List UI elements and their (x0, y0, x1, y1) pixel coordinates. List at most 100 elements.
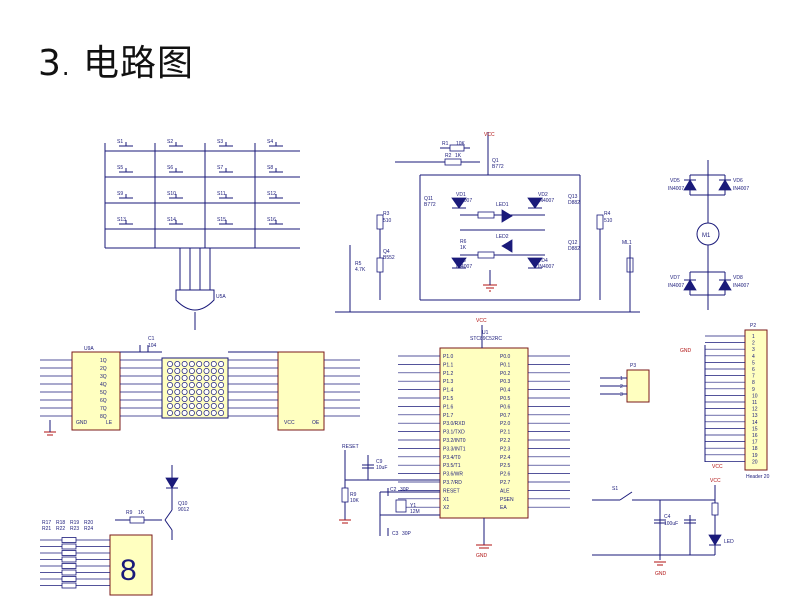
keypad-switch: S6 (165, 165, 187, 178)
matrix-led (210, 389, 217, 395)
latch-name: U9A (84, 346, 94, 352)
mcu-right-pin: ALE (500, 488, 510, 494)
mcu-left-pin: P1.3 (443, 379, 454, 385)
bridge-label: Q11 (424, 196, 433, 202)
seg-label: R22 (56, 526, 65, 532)
connector-pin-number: 3 (752, 347, 755, 353)
mcu-left-pin: P1.6 (443, 404, 454, 410)
matrix-led (196, 368, 203, 374)
connector-pin-number: 19 (752, 453, 758, 459)
seg-label: R19 (70, 520, 79, 526)
keypad-switch-label: S12 (267, 191, 276, 197)
mcu-right-pin: P0.5 (500, 396, 511, 402)
seg-label: R24 (84, 526, 93, 532)
seg-digit: 8 (120, 554, 137, 587)
connector-pin-number: 20 (752, 459, 758, 465)
mcu-left-pin: P1.5 (443, 396, 454, 402)
bridge-label: R1 (442, 141, 449, 147)
bridge-label: VD2 (538, 192, 548, 198)
keypad-switch-label: S13 (117, 217, 126, 223)
heading-dot: . (61, 53, 71, 81)
keypad-switch: S7 (215, 165, 237, 178)
matrix-led (196, 382, 203, 388)
mcu-right-pin: P0.7 (500, 413, 511, 419)
mcu-chip: U1 STC89C52RC VCC P1.0P1.1P1.2P1.3P1.4P1… (339, 318, 570, 559)
small-conn-pin: 2 (620, 384, 623, 390)
mcu-right-pin: P0.3 (500, 379, 511, 385)
matrix-led (181, 361, 188, 367)
keypad-switch-label: S7 (217, 165, 223, 171)
connector-pin-number: 2 (752, 341, 755, 347)
seg-label: R21 (42, 526, 51, 532)
keypad-switch-label: S5 (117, 165, 123, 171)
matrix-led (218, 368, 225, 374)
connector-pin-number: 13 (752, 413, 758, 419)
matrix-led (218, 361, 225, 367)
segment-resistor (61, 556, 77, 563)
keypad-switch-label: S2 (167, 139, 173, 145)
bridge-label: R4 (604, 211, 611, 217)
segment-resistor (61, 563, 77, 569)
power-led: LED (724, 539, 734, 545)
bridge-label: D882 (568, 246, 580, 252)
small-conn-pin: 3 (620, 392, 623, 398)
bridge-label: LED2 (496, 234, 509, 240)
latch-pin: LE (106, 420, 113, 426)
mcu-right-pin: P2.0 (500, 421, 511, 427)
mcu-left-pin: X2 (443, 505, 449, 511)
matrix-led (196, 396, 203, 402)
matrix-led (203, 389, 210, 395)
connector-pin-number: 17 (752, 440, 758, 446)
matrix-led (188, 368, 195, 374)
connector-pin-number: 7 (752, 374, 755, 380)
segment-resistor (61, 543, 77, 550)
keypad-switch: S1 (115, 139, 137, 152)
bridge-label: IN4007 (456, 198, 472, 204)
bridge-label: R5 (355, 261, 362, 267)
matrix-led (210, 396, 217, 402)
matrix-cap: C1 (148, 336, 155, 342)
keypad-switch: S3 (215, 139, 237, 152)
matrix-led (210, 368, 217, 374)
latch-pin: GND (76, 420, 88, 426)
mcu-left-pin: X1 (443, 497, 449, 503)
bridge-label: Q4 (383, 249, 390, 255)
bridge-label: B772 (424, 202, 436, 208)
mcu-left-pin: P3.7/RD (443, 480, 462, 486)
small-conn-pin: 1 (620, 376, 623, 382)
bridge-label: VD1 (456, 192, 466, 198)
bridge-label: R6 (460, 239, 467, 245)
keypad-switch-label: S3 (217, 139, 223, 145)
mcu-right-pin: P0.2 (500, 371, 511, 377)
mcu-right-pin: P2.1 (500, 430, 511, 436)
matrix-led (218, 396, 225, 402)
connector-gnd: GND (680, 348, 692, 354)
connector-pin-number: 14 (752, 420, 758, 426)
matrix-led (174, 396, 181, 402)
matrix-led (210, 361, 217, 367)
mcu-vcc: VCC (476, 318, 487, 324)
keypad-switch: S11 (215, 191, 237, 204)
keypad-switch-label: S10 (167, 191, 176, 197)
keypad-switch: S16 (265, 217, 287, 230)
seven-segment-display: 8 R17 R18 R19 R20 R21 R22 R23 R24 Q10 90… (40, 465, 189, 596)
latch-pin-label: 4Q (100, 382, 107, 388)
driver-pin: OE (312, 420, 320, 426)
reset-label: RESET (342, 444, 359, 450)
reset-label: R9 (350, 492, 357, 498)
bridge-label: Q12 (568, 240, 578, 246)
connector-pin-number: 12 (752, 407, 758, 413)
matrix-led (196, 410, 203, 416)
bridge-label: R2 (445, 153, 452, 159)
led-matrix: C1 104 (120, 336, 278, 419)
driver-pin: VCC (284, 420, 295, 426)
mcu-right-pin: P2.7 (500, 480, 511, 486)
latch-pin-label: 3Q (100, 374, 107, 380)
matrix-led (181, 410, 188, 416)
matrix-led (188, 382, 195, 388)
latch-pin-label: 7Q (100, 406, 107, 412)
motor-circuit: M1 VD5 IN4007 VD6 IN4007 VD7 IN4007 VD8 … (668, 160, 749, 310)
power-label: S1 (612, 486, 618, 492)
mcu-left-pin: P3.5/T1 (443, 463, 461, 469)
